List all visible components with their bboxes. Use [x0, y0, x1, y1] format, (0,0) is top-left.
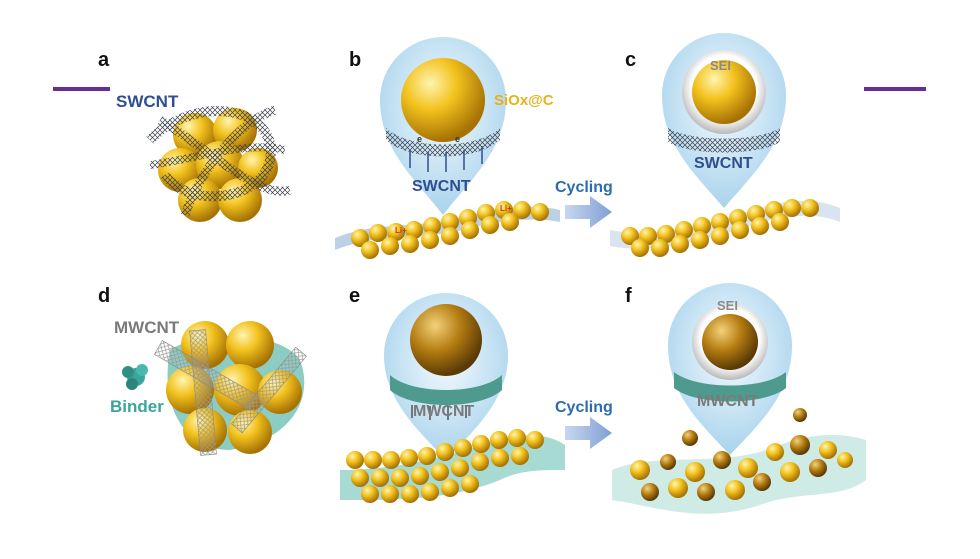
- electron-marker: e: [417, 134, 423, 144]
- ion-marker: Li+: [395, 226, 407, 235]
- cycling-arrow-top: [565, 196, 612, 228]
- pin-bubble-e: [384, 293, 508, 460]
- right-rule: [864, 87, 926, 91]
- electrode-c: [610, 199, 840, 257]
- label-cycling-top: Cycling: [555, 179, 613, 196]
- binder-icon: [122, 364, 148, 390]
- label-swcnt-c: SWCNT: [694, 155, 753, 172]
- cycling-arrow-bottom: [565, 417, 612, 449]
- electron-marker: e: [455, 134, 461, 144]
- panel-letter-e: e: [349, 285, 361, 307]
- electrode-b: [335, 201, 560, 259]
- panel-letter-b: b: [349, 49, 362, 71]
- electrode-f: [612, 408, 866, 514]
- electrode-e: [340, 429, 565, 503]
- pin-bubble-f: [668, 283, 792, 455]
- cluster-d: [122, 321, 307, 456]
- label-mwcnt-d: MWCNT: [114, 318, 180, 337]
- pin-bubble-b: [380, 37, 506, 215]
- pin-bubble-c: [662, 33, 786, 208]
- label-mwcnt-f: MWCNT: [697, 393, 759, 410]
- label-cycling-bottom: Cycling: [555, 399, 613, 416]
- left-rule: [53, 87, 110, 91]
- label-binder: Binder: [110, 397, 164, 416]
- label-swcnt-a: SWCNT: [116, 92, 179, 111]
- label-swcnt-b: SWCNT: [412, 178, 471, 195]
- label-mwcnt-e: MWCNT: [413, 403, 475, 420]
- cluster-a: [146, 105, 292, 222]
- panel-letter-d: d: [98, 285, 111, 307]
- label-sioxc: SiOx@C: [494, 92, 554, 109]
- panel-letter-a: a: [98, 49, 110, 71]
- panel-letter-c: c: [625, 49, 637, 71]
- label-sei-c: SEI: [710, 58, 731, 73]
- ion-marker: Li+: [500, 204, 512, 213]
- panel-letter-f: f: [625, 285, 632, 307]
- label-sei-f: SEI: [717, 298, 738, 313]
